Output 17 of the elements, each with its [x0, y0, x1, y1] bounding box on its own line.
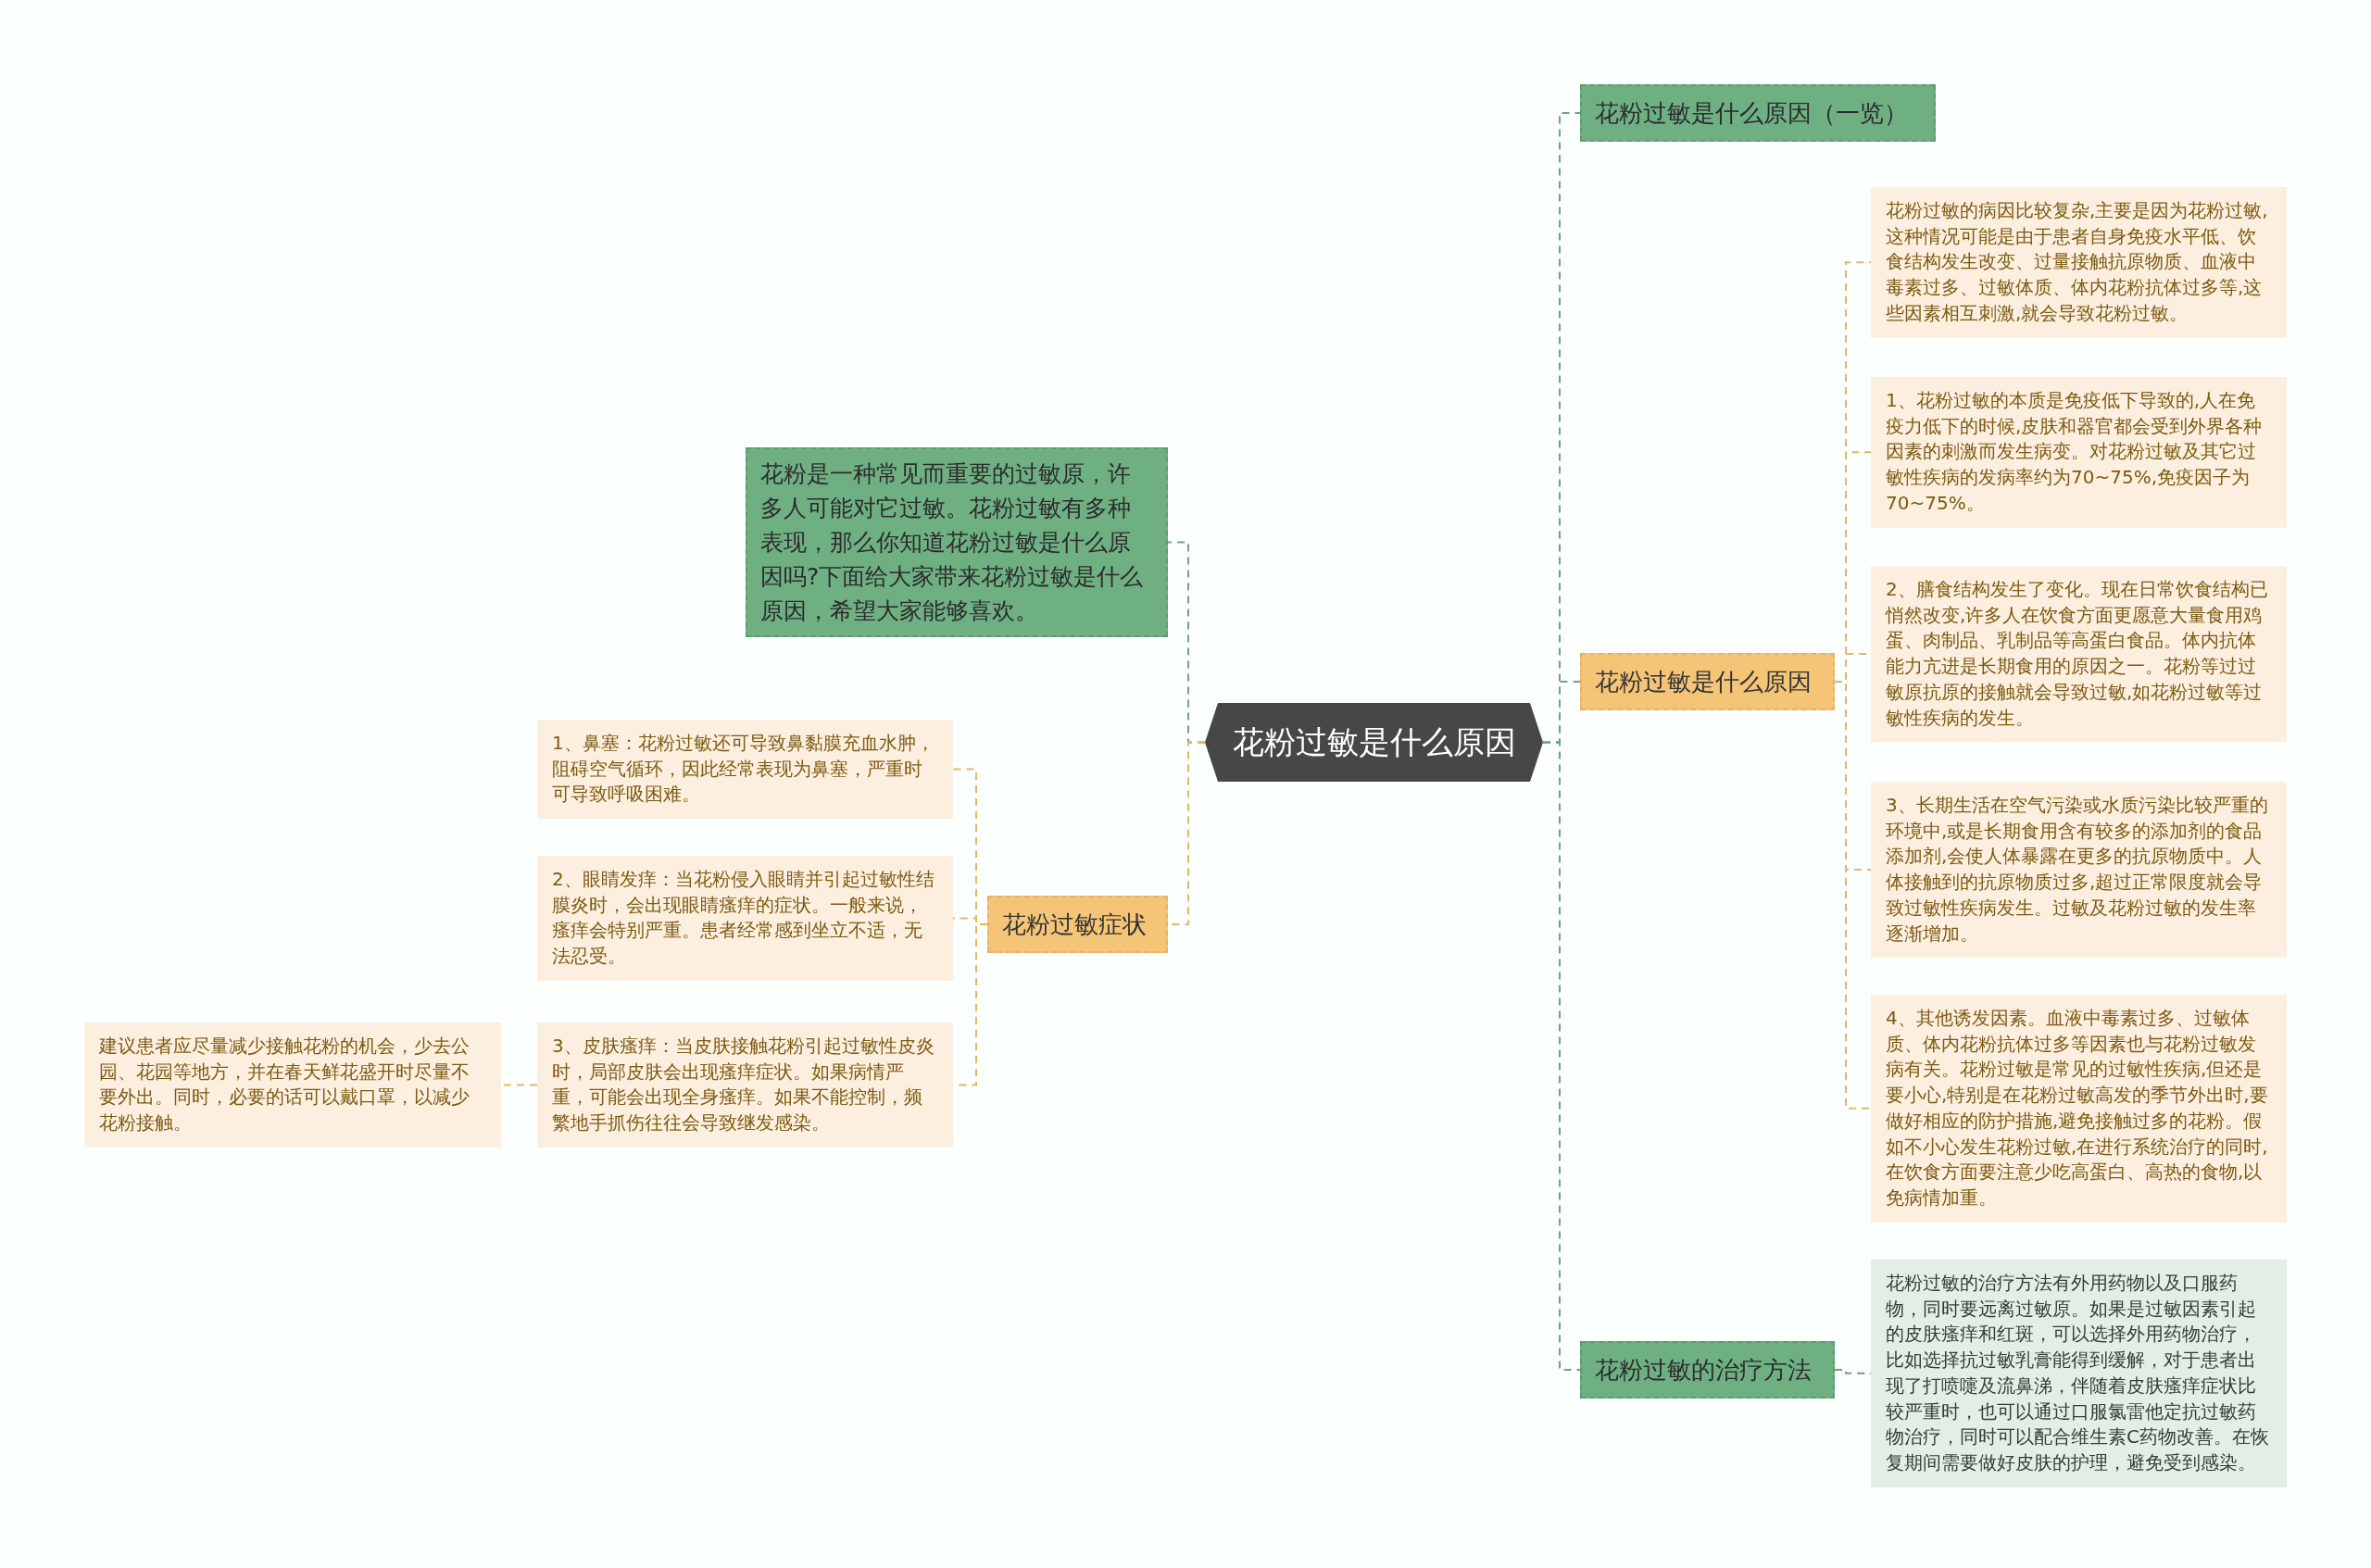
connector-line: [1542, 741, 1581, 1371]
text-card: 2、膳食结构发生了变化。现在日常饮食结构已悄然改变,许多人在饮食方面更愿意大量食用鸡蛋、肉制品、乳制品等高蛋白食品。体内抗体能力亢进是长期食用的原因之一。花粉等过过敏原抗原的接触就会导致过敏,如花粉过敏等过敏性疾病的发生。: [1871, 566, 2287, 743]
text-card: 建议患者应尽量减少接触花粉的机会，少去公园、花园等地方，并在春天鲜花盛开时尽量不要外出。同时，必要的话可以戴口罩，以减少花粉接触。: [84, 1022, 501, 1148]
text-card: 2、眼睛发痒：当花粉侵入眼睛并引起过敏性结膜炎时，会出现眼睛瘙痒的症状。一般来说，瘙痒会特别严重。患者经常感到坐立不适，无法忍受。: [537, 856, 953, 981]
topic-box: 花粉过敏是什么原因（一览）: [1580, 84, 1936, 142]
text-card: 1、鼻塞：花粉过敏还可导致鼻黏膜充血水肿，阻碍空气循环，因此经常表现为鼻塞，严重时可导致呼吸困难。: [537, 720, 953, 820]
text-card: 3、皮肤瘙痒：当皮肤接触花粉引起过敏性皮炎时，局部皮肤会出现瘙痒症状。如果病情严重，可能会出现全身瘙痒。如果不能控制，频繁地手抓伤往往会导致继发感染。: [537, 1022, 953, 1148]
topic-box: 花粉过敏是什么原因: [1580, 653, 1835, 710]
central-topic: 花粉过敏是什么原因: [1205, 703, 1543, 782]
topic-box: 花粉过敏症状: [987, 896, 1168, 953]
text-card: 4、其他诱发因素。血液中毒素过多、过敏体质、体内花粉抗体过多等因素也与花粉过敏发病有关。花粉过敏是常见的过敏性疾病,但还是要小心,特别是在花粉过敏高发的季节外出时,要做好相应的防护措施,避免接触过多的花粉。假如不小心发生花粉过敏,在进行系统治疗的同时,在饮食方面要注意少吃高蛋白、高热的食物,以免病情加重。: [1871, 995, 2287, 1223]
intro-text-box: 花粉是一种常见而重要的过敏原，许多人可能对它过敏。花粉过敏有多种表现，那么你知道花粉过敏是什么原因吗?下面给大家带来花粉过敏是什么原因，希望大家能够喜欢。: [746, 447, 1168, 637]
text-card: 3、长期生活在空气污染或水质污染比较严重的环境中,或是长期食用含有较多的添加剂的食品添加剂,会使人体暴露在更多的抗原物质中。人体接触到的抗原物质过多,超过正常限度就会导致过敏性疾病发生。过敏及花粉过敏的发生率逐渐增加。: [1871, 782, 2287, 959]
text-card: 花粉过敏的治疗方法有外用药物以及口服药物，同时要远离过敏原。如果是过敏因素引起的皮肤瘙痒和红斑，可以选择外用药物治疗，比如选择抗过敏乳膏能得到缓解，对于患者出现了打喷嚏及流鼻涕，伴随着皮肤瘙痒症状比较严重时，也可以通过口服氯雷他定抗过敏药物治疗，同时可以配合维生素C药物改善。在恢复期间需要做好皮肤的护理，避免受到感染。: [1871, 1260, 2287, 1487]
topic-box: 花粉过敏的治疗方法: [1580, 1341, 1835, 1399]
text-card: 1、花粉过敏的本质是免疫低下导致的,人在免疫力低下的时候,皮肤和器官都会受到外界各种因素的刺激而发生病变。对花粉过敏及其它过敏性疾病的发病率约为70~75%,免疫因子为70~75%。: [1871, 377, 2287, 528]
text-card: 花粉过敏的病因比较复杂,主要是因为花粉过敏,这种情况可能是由于患者自身免疫水平低、饮食结构发生改变、过量接触抗原物质、血液中毒素过多、过敏体质、体内花粉抗体过多等,这些因素相互刺激,就会导致花粉过敏。: [1871, 187, 2287, 338]
